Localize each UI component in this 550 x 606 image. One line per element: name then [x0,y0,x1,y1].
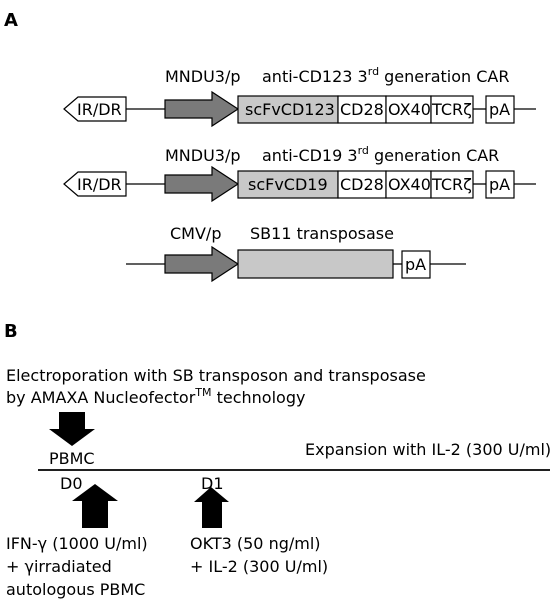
construct1-tcr-label: TCRζ [431,100,472,119]
construct2-pa-box [485,170,515,199]
day0-treatment-line2: + γirradiated [6,557,112,576]
electroporation-text-line1: Electroporation with SB transposon and t… [6,366,426,385]
electroporation-text-line2: by AMAXA NucleofectorTM technology [6,386,305,407]
day1-treatment-line1: OKT3 (50 ng/ml) [190,534,321,553]
construct1-title: anti-CD123 3rd generation CAR [262,65,509,86]
construct2-irdr-label: IR/DR [77,175,122,194]
construct1-cd28-label: CD28 [340,100,384,119]
construct2-title-suffix: generation CAR [369,146,499,165]
construct-sb11: CMV/p SB11 transposase pA [126,224,466,283]
construct1-pa-box [485,95,515,124]
construct2-ox40-box [385,170,432,199]
day1-label: D1 [201,474,224,493]
construct1-ox40-label: OX40 [388,100,431,119]
panel-b-label: B [4,321,18,342]
construct1-scfv-box [237,95,339,124]
construct-cd19: MNDU3/p anti-CD19 3rd generation CAR IR/… [63,144,536,203]
electroporation-tm-sup: TM [194,386,211,399]
construct2-cd28-label: CD28 [340,175,384,194]
construct3-title: SB11 transposase [250,224,394,243]
construct1-ox40-box [385,95,432,124]
construct3-promoter-arrow [164,245,240,283]
construct2-promoter-label: MNDU3/p [165,146,241,165]
expansion-label: Expansion with IL-2 (300 U/ml) [305,440,550,459]
construct1-pa-label: pA [489,100,510,119]
day0-treatment-line1: IFN-γ (1000 U/ml) [6,534,148,553]
construct-cd123: MNDU3/p anti-CD123 3rd generation CAR IR… [63,65,536,128]
construct1-title-main: anti-CD123 3 [262,67,368,86]
panel-a-label: A [4,10,18,31]
construct2-title-main: anti-CD19 3 [262,146,358,165]
construct2-pa-label: pA [489,175,510,194]
construct2-tcr-label: TCRζ [431,175,472,194]
construct2-irdr-element [63,171,127,197]
construct3-pa-box [401,250,431,279]
construct1-title-suffix: generation CAR [379,67,509,86]
pbmc-label: PBMC [49,449,95,468]
construct1-promoter-arrow [164,90,240,128]
construct1-tcr-box [430,95,474,124]
construct3-promoter-label: CMV/p [170,224,221,243]
construct2-scfv-label: scFvCD19 [248,175,328,194]
electroporation-text-line2-suffix: technology [212,388,306,407]
construct2-promoter-arrow [164,165,240,203]
construct3-transposase-box [237,249,394,279]
construct2-ox40-label: OX40 [388,175,431,194]
construct2-title: anti-CD19 3rd generation CAR [262,144,499,165]
construct1-irdr-element [63,96,127,122]
construct3-pa-label: pA [405,255,426,274]
construct1-promoter-label: MNDU3/p [165,67,241,86]
construct1-scfv-label: scFvCD123 [245,100,335,119]
day0-label: D0 [60,474,83,493]
day1-treatment-line2: + IL-2 (300 U/ml) [190,557,328,576]
construct1-irdr-label: IR/DR [77,100,122,119]
construct1-title-sup: rd [368,65,379,78]
construct2-title-sup: rd [358,144,369,157]
construct2-tcr-box [430,170,474,199]
electroporation-text-line2-main: by AMAXA Nucleofector [6,388,196,407]
day0-up-arrow [72,484,118,528]
electroporation-down-arrow [49,412,95,446]
day1-up-arrow [194,487,229,528]
day0-treatment-line3: autologous PBMC [6,580,145,599]
